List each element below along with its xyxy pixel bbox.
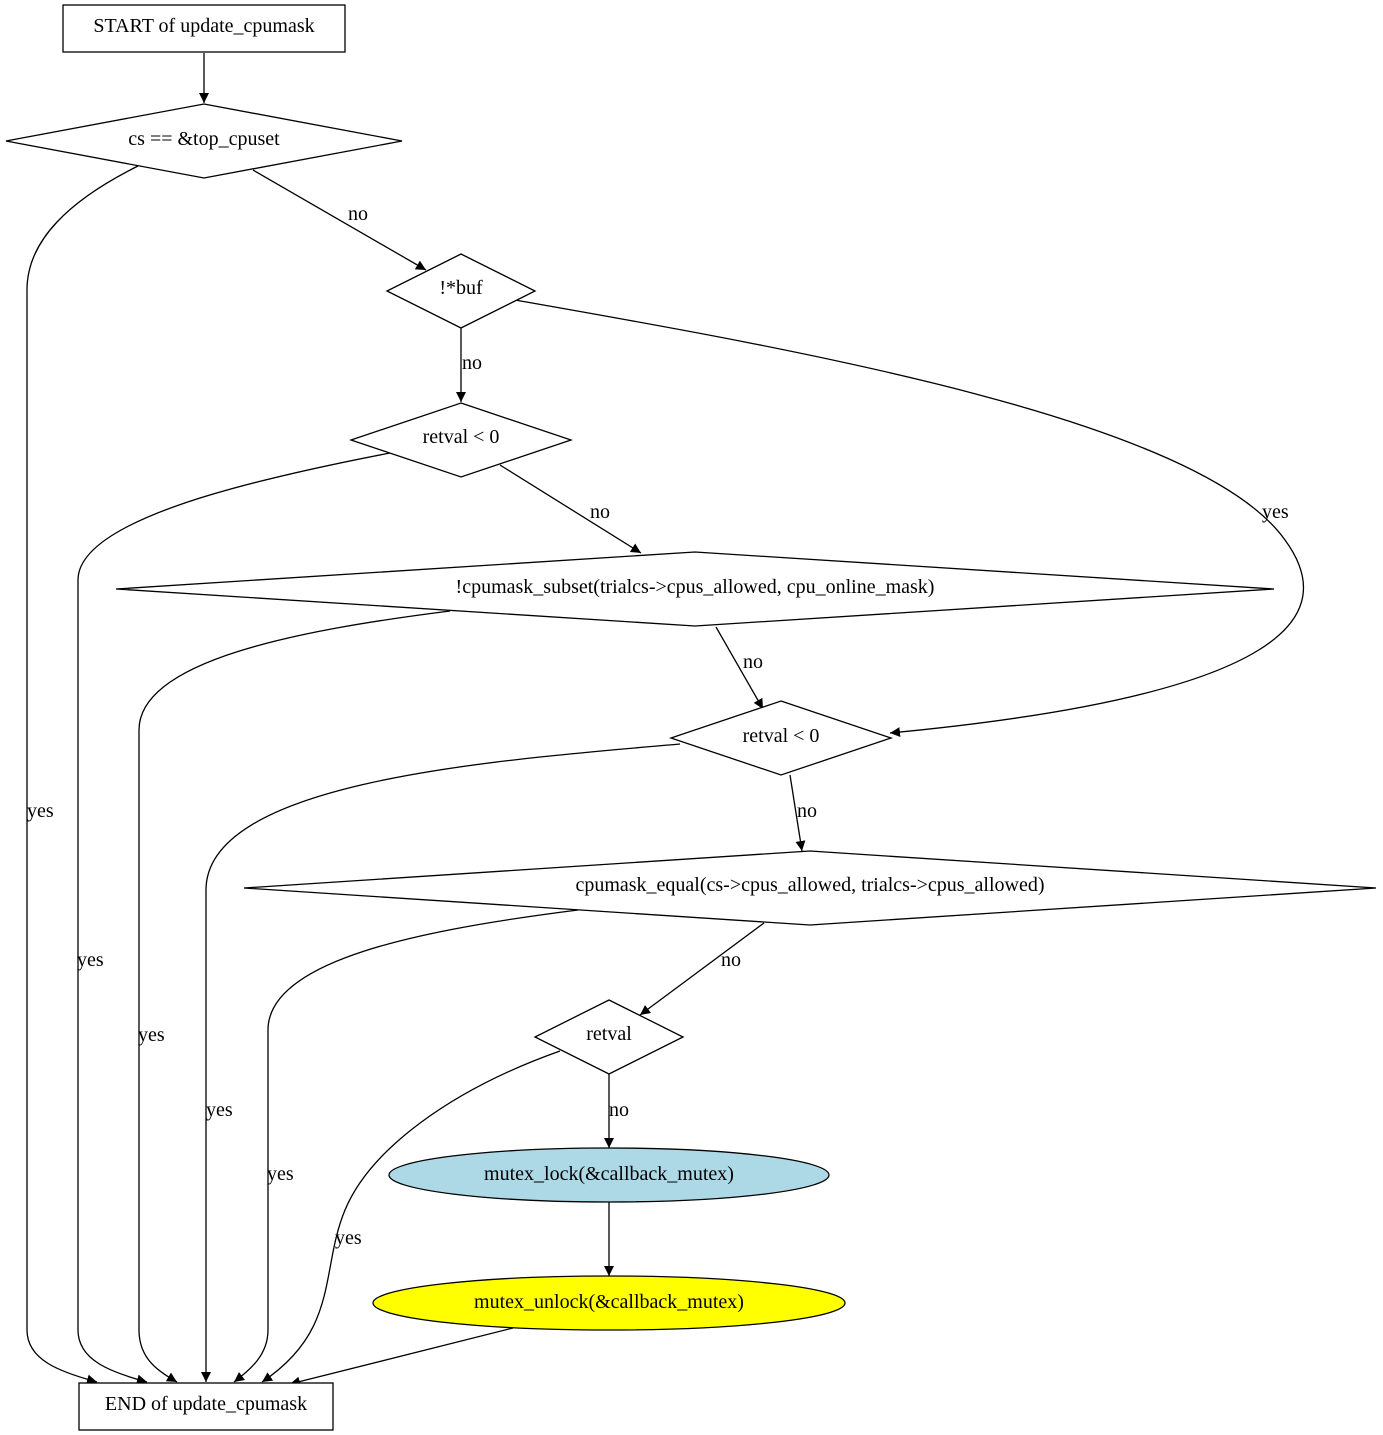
edge-top-cpuset-no-to-buf: [252, 169, 427, 271]
start-node-label: START of update_cpumask: [93, 15, 314, 37]
decision-top-cpuset: [5, 103, 403, 179]
edge-label-retval2-yes: yes: [206, 1099, 233, 1121]
decision-retval-2-label: retval < 0: [743, 725, 820, 747]
edge-retval1-no-to-subset: [499, 464, 642, 554]
edge-subset-no-to-retval2: [715, 626, 764, 710]
edge-label-retval1-no: no: [590, 501, 610, 523]
decision-cpumask-equal: [243, 850, 1377, 926]
edge-label-top-cpuset-no: no: [348, 203, 368, 225]
edge-subset-yes-to-end: [138, 610, 451, 1383]
edge-label-retval2-no: no: [797, 800, 817, 822]
start-node: [62, 4, 346, 53]
decision-retval-1-label: retval < 0: [423, 426, 500, 448]
edge-equal-yes-to-end: [233, 909, 579, 1383]
mutex-unlock-node: [372, 1275, 846, 1331]
decision-buf-label: !*buf: [439, 277, 483, 299]
edge-mutex-unlock-to-end: [289, 1327, 514, 1387]
edge-retval2-yes-to-end: [201, 743, 681, 1382]
end-node: [78, 1382, 334, 1431]
edge-label-subset-no: no: [743, 651, 763, 673]
decision-retval-3: [533, 999, 685, 1075]
decision-cpumask-subset: [115, 551, 1275, 627]
edge-label-buf-yes: yes: [1262, 501, 1289, 523]
decision-retval-2: [668, 700, 894, 776]
edge-label-top-cpuset-yes: yes: [27, 800, 54, 822]
edges: yes no yes no yes no yes no yes no yes: [26, 53, 1305, 1387]
decision-buf: [385, 253, 537, 329]
edge-retval3-yes-to-end: [261, 1050, 561, 1383]
decision-retval-3-label: retval: [586, 1023, 632, 1045]
edge-label-buf-no: no: [462, 352, 482, 374]
edge-retval2-no-to-equal: [789, 774, 806, 852]
decision-top-cpuset-label: cs == &top_cpuset: [128, 128, 280, 150]
decision-cpumask-equal-label: cpumask_equal(cs->cpus_allowed, trialcs-…: [575, 874, 1044, 896]
edge-retval1-yes-to-end: [77, 452, 391, 1385]
edge-label-retval1-yes: yes: [77, 949, 104, 971]
decision-cpumask-subset-label: !cpumask_subset(trialcs->cpus_allowed, c…: [456, 576, 935, 598]
mutex-lock-node-label: mutex_lock(&callback_mutex): [484, 1163, 734, 1185]
edge-label-subset-yes: yes: [138, 1024, 165, 1046]
edge-label-equal-yes: yes: [267, 1163, 294, 1185]
mutex-unlock-node-label: mutex_unlock(&callback_mutex): [474, 1291, 744, 1313]
nodes: START of update_cpumask cs == &top_cpuse…: [5, 4, 1377, 1431]
edge-label-equal-no: no: [721, 949, 741, 971]
edge-buf-yes-to-retval2: [514, 299, 1305, 738]
edge-top-cpuset-yes-to-end: [26, 165, 139, 1385]
mutex-lock-node: [388, 1147, 830, 1203]
edge-label-retval3-yes: yes: [335, 1227, 362, 1249]
decision-retval-1: [348, 402, 574, 478]
edge-label-retval3-no: no: [609, 1099, 629, 1121]
edge-equal-no-to-retval3: [639, 922, 765, 1016]
end-node-label: END of update_cpumask: [105, 1393, 307, 1415]
